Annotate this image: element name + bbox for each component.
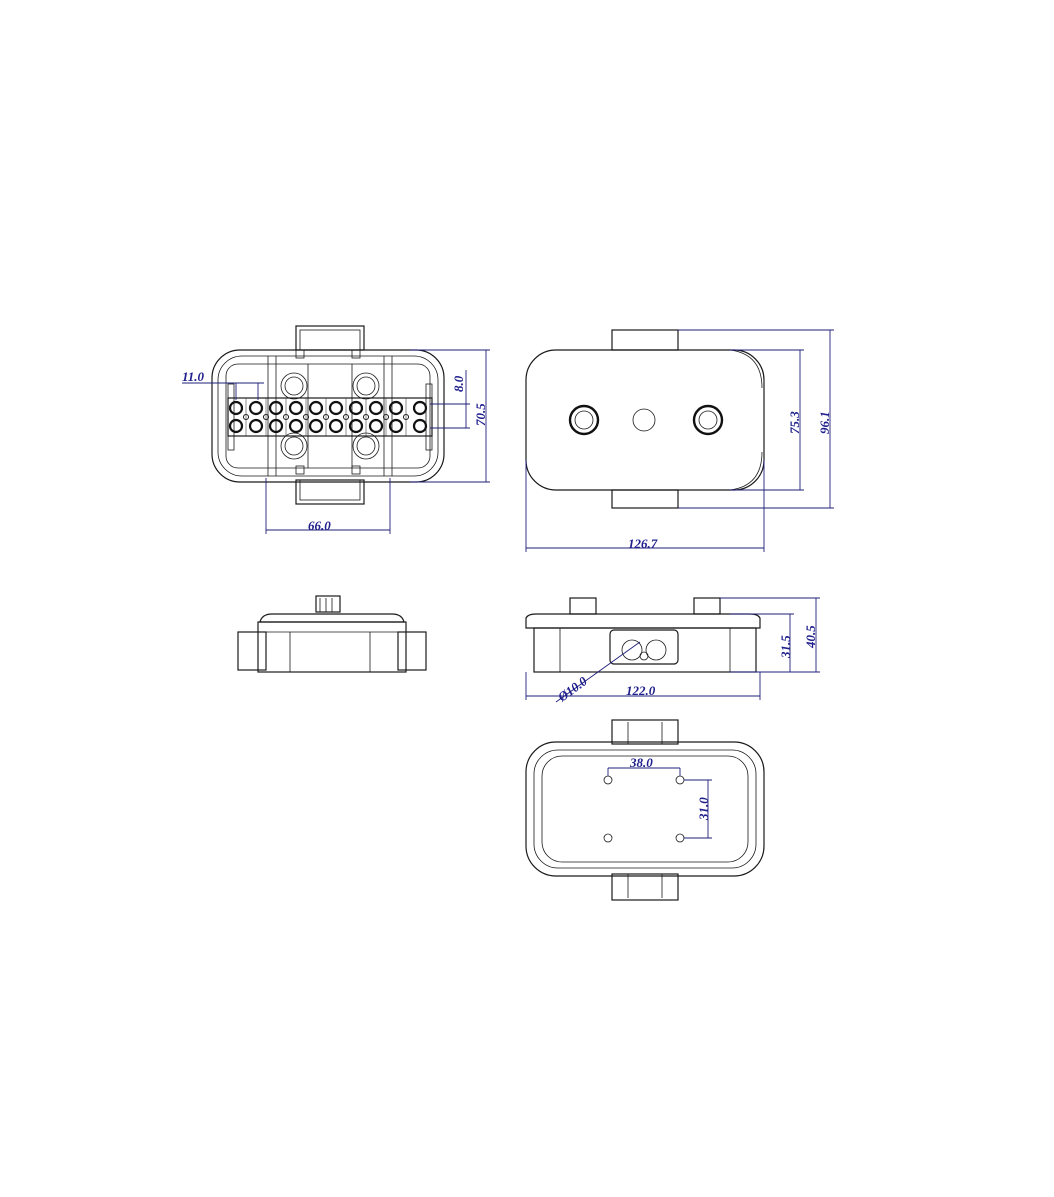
terminal-screw: [228, 418, 244, 434]
dim-side-width: 122.0: [626, 683, 656, 698]
dim-top-height: 70.5: [473, 403, 488, 426]
terminal-screw: [368, 400, 384, 416]
dim-overall-height: 96.1: [817, 411, 832, 434]
terminal-screw: [388, 400, 404, 416]
dim-inner-height: 75.3: [787, 411, 802, 434]
dim-body-height: 31.5: [778, 635, 793, 659]
left-side-view: [237, 595, 427, 673]
terminal-screw: [248, 418, 264, 434]
terminal-screw: [248, 400, 264, 416]
terminal-screw: [308, 418, 324, 434]
terminal-screw: [328, 400, 344, 416]
terminal-screw: [368, 418, 384, 434]
front-view-dimensions: 75.3 96.1 126.7: [525, 329, 834, 552]
bottom-view: [525, 719, 765, 901]
terminal-screw: [228, 400, 244, 416]
top-view-open-box: [211, 325, 445, 505]
dim-overall-width: 126.7: [628, 536, 658, 551]
terminal-screw: [388, 418, 404, 434]
right-side-view: [525, 597, 761, 673]
bottom-view-dimensions: 38.0 31.0: [607, 755, 712, 839]
terminal-screw: [348, 418, 364, 434]
front-view-lid: [525, 329, 765, 509]
dim-side-overall-height: 40.5: [803, 625, 818, 649]
dim-terminal-pitch: 11.0: [182, 369, 205, 384]
terminal-screw: [288, 418, 304, 434]
dim-hole-spacing-y: 31.0: [696, 797, 711, 821]
dim-hole-spacing-x: 38.0: [629, 755, 653, 770]
terminal-block: [228, 398, 428, 436]
terminal-screw: [288, 400, 304, 416]
terminal-screw: [328, 418, 344, 434]
top-view-dimensions: 11.0 8.0 70.5 66.0: [182, 349, 490, 534]
terminal-screw: [412, 418, 428, 434]
dim-terminal-gap: 8.0: [451, 375, 466, 392]
terminal-screw: [268, 418, 284, 434]
dim-inner-width: 66.0: [308, 518, 331, 533]
terminal-screw: [268, 400, 284, 416]
dim-cable-diameter: Ø10.0: [554, 673, 590, 705]
terminal-screw: [308, 400, 324, 416]
terminal-screw: [348, 400, 364, 416]
terminal-screw: [412, 400, 428, 416]
